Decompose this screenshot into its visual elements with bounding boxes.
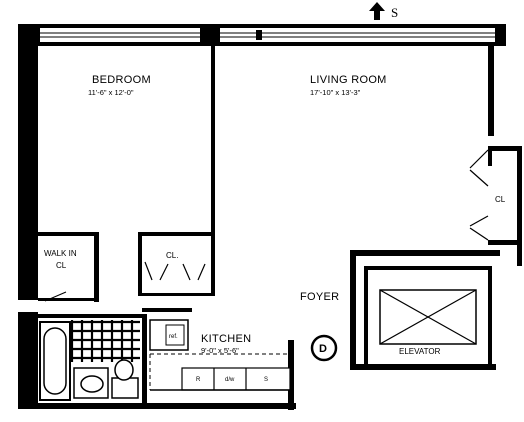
bottom-wall bbox=[18, 403, 296, 409]
range-label: R bbox=[196, 377, 201, 383]
compass-label: S bbox=[391, 5, 398, 20]
living-closet-label: CL bbox=[495, 195, 506, 204]
left-exterior-wall bbox=[18, 24, 38, 409]
bedroom-living-divider bbox=[211, 44, 215, 240]
walk-in-closet-label-line2: CL bbox=[56, 261, 67, 270]
bedroom-label: BEDROOM bbox=[92, 74, 151, 86]
bedroom-dims: 11'-6" x 12'-0" bbox=[88, 88, 134, 97]
refrigerator-label: ref. bbox=[169, 334, 178, 340]
living-room-label: LIVING ROOM bbox=[310, 74, 387, 86]
living-room-dims: 17'-10" x 13'-3" bbox=[310, 88, 361, 97]
elevator-shaft bbox=[364, 266, 492, 370]
bedroom-closet-partition bbox=[38, 232, 215, 296]
kitchen-dims: 9'-0" x 5'-6" bbox=[201, 346, 239, 355]
kitchen-label: KITCHEN bbox=[201, 333, 251, 345]
north-arrow-icon bbox=[369, 2, 385, 20]
door-marker-label: D bbox=[319, 343, 327, 355]
elevator-label: ELEVATOR bbox=[399, 347, 441, 356]
walk-in-closet-walls bbox=[38, 232, 99, 302]
foyer-label: FOYER bbox=[300, 291, 339, 303]
living-room-closet bbox=[469, 44, 522, 266]
kitchen bbox=[142, 308, 294, 410]
dishwasher-label: d/w bbox=[225, 377, 235, 383]
bathroom bbox=[38, 314, 147, 406]
door-marker-icon bbox=[310, 334, 338, 362]
bedroom-closet-label: CL. bbox=[166, 251, 178, 260]
walk-in-closet-label-line1: WALK IN bbox=[44, 249, 77, 258]
window-wall bbox=[18, 24, 506, 46]
sink-label: S bbox=[264, 377, 268, 383]
